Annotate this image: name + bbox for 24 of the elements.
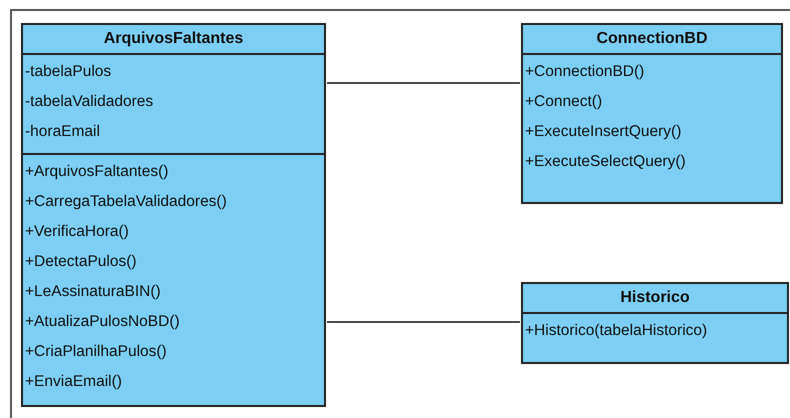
class-name: ConnectionBD [595, 29, 709, 49]
method-text: +ArquivosFaltantes() [24, 162, 168, 182]
class-box [21, 23, 326, 407]
attribute-text: -horaEmail [24, 122, 100, 142]
association-line [327, 321, 520, 323]
method-text: +Connect() [524, 92, 602, 112]
attribute-text: -tabelaValidadores [24, 92, 154, 112]
class-name: Historico [619, 288, 691, 308]
class-name: ArquivosFaltantes [102, 29, 244, 49]
method-text: +ExecuteInsertQuery() [524, 122, 682, 142]
method-text: +VerificaHora() [24, 222, 129, 242]
method-text: +AtualizaPulosNoBD() [24, 312, 180, 332]
method-text: +ConnectionBD() [524, 62, 644, 82]
method-text: +ExecuteSelectQuery() [524, 152, 686, 172]
class-box [521, 23, 783, 204]
association-line [327, 82, 520, 84]
attribute-text: -tabelaPulos [24, 62, 112, 82]
method-text: +EnviaEmail() [24, 372, 122, 392]
class-box [521, 282, 789, 364]
method-text: +Historico(tabelaHistorico) [524, 321, 708, 341]
method-text: +DetectaPulos() [24, 252, 137, 272]
method-text: +CriaPlanilhaPulos() [24, 342, 167, 362]
method-text: +LeAssinaturaBIN() [24, 282, 161, 302]
method-text: +CarregaTabelaValidadores() [24, 192, 227, 212]
